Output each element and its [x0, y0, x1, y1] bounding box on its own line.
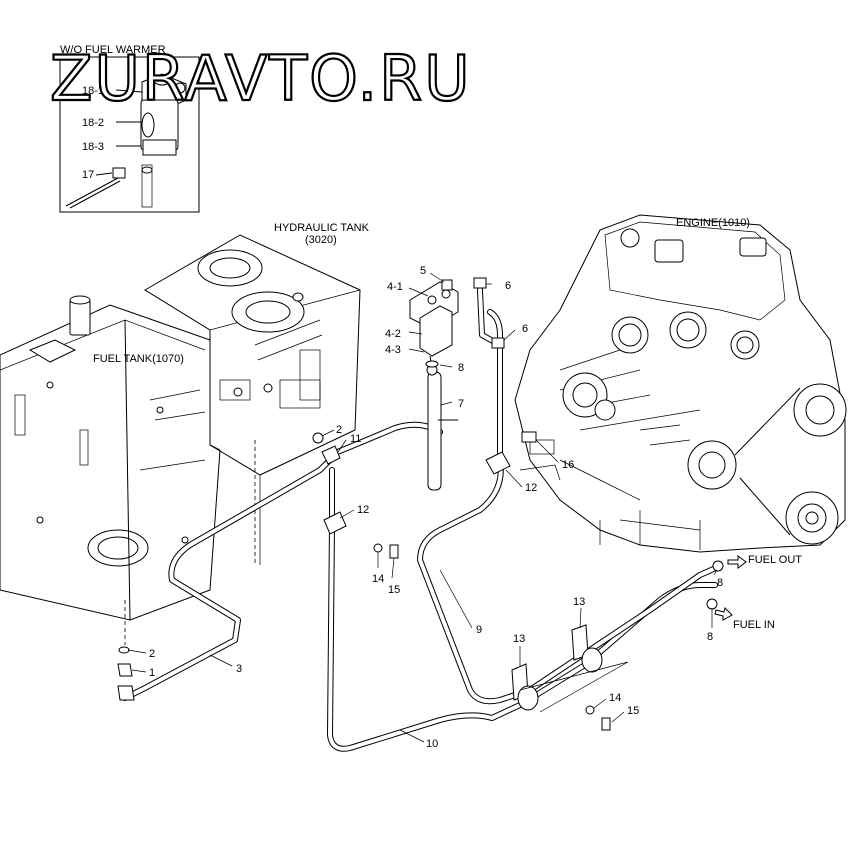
engine-drawing	[514, 214, 847, 553]
callout-6-top: 6	[505, 280, 511, 292]
callout-18-1: 18-1	[82, 85, 104, 97]
fittings	[117, 277, 747, 731]
callout-4-3: 4-3	[385, 344, 401, 356]
callout-14-mid: 14	[372, 573, 384, 585]
callout-4-2: 4-2	[385, 328, 401, 340]
fuel-tank-label: FUEL TANK(1070)	[93, 353, 184, 365]
callout-15-bottom: 15	[627, 705, 639, 717]
callout-13-left: 13	[513, 633, 525, 645]
engine-label: ENGINE(1010)	[676, 217, 750, 229]
fuel-tank-drawing	[0, 295, 221, 645]
callout-11: 11	[350, 433, 361, 445]
callout-8-top: 8	[458, 362, 464, 374]
inset-without-fuel-warmer	[59, 56, 200, 213]
inset-title: W/O FUEL WARMER	[60, 44, 166, 56]
leader-lines	[127, 272, 718, 743]
callout-12-right: 12	[525, 482, 537, 494]
callout-10: 10	[426, 738, 438, 750]
fuel-lines	[122, 287, 721, 752]
callout-2-top: 2	[336, 424, 342, 436]
callout-12-left: 12	[357, 504, 369, 516]
hydraulic-tank-code: (3020)	[305, 234, 337, 246]
callout-4-1: 4-1	[387, 281, 403, 293]
callout-16: 16	[562, 459, 574, 471]
callout-6-mid: 6	[522, 323, 528, 335]
callout-3: 3	[236, 663, 242, 675]
hydraulic-tank-label: HYDRAULIC TANK	[274, 222, 370, 234]
fuel-in-label: FUEL IN	[733, 619, 775, 631]
callout-15-mid: 15	[388, 584, 400, 596]
callout-8-fuel-in: 8	[707, 631, 713, 643]
hydraulic-tank-drawing	[144, 234, 361, 565]
callout-8-fuel-out: 8	[717, 577, 723, 589]
callout-7: 7	[458, 398, 464, 410]
callout-2-bottom: 2	[149, 648, 155, 660]
fuel-out-label: FUEL OUT	[748, 554, 802, 566]
watermark-text: ZURAVTO.RU	[50, 42, 472, 115]
callout-17: 17	[82, 169, 94, 181]
callout-18-2: 18-2	[82, 117, 104, 129]
callout-1: 1	[149, 667, 155, 679]
callout-18-3: 18-3	[82, 141, 104, 153]
callout-9: 9	[476, 624, 482, 636]
callout-13-right: 13	[573, 596, 585, 608]
callout-5: 5	[420, 265, 426, 277]
callout-14-bottom: 14	[609, 692, 621, 704]
